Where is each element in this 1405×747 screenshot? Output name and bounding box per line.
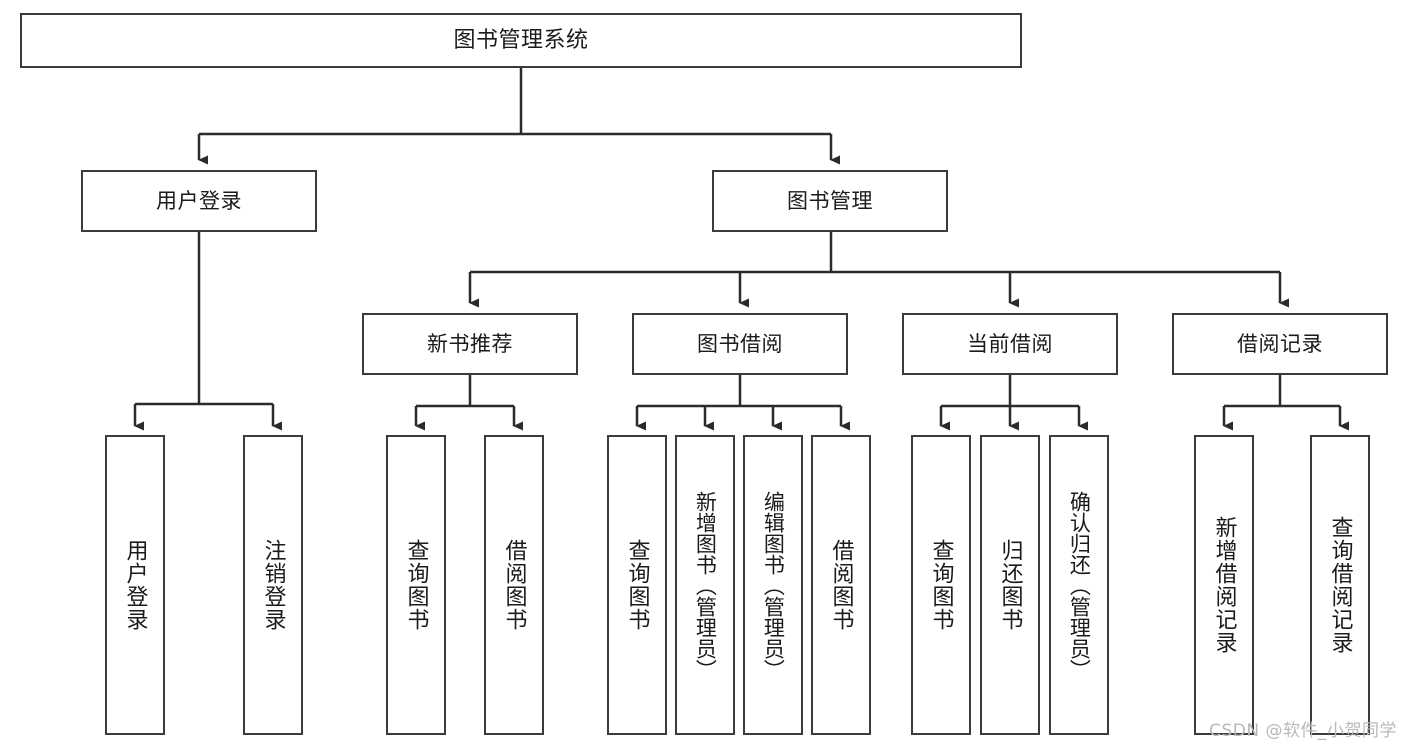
- leaf-borrow-query-book[interactable]: 查询图书: [607, 435, 667, 735]
- node-label: 查询图书: [403, 539, 429, 631]
- node-label: 借阅记录: [1237, 331, 1323, 356]
- leaf-borrow-add-book-admin[interactable]: 新增图书（管理员）: [675, 435, 735, 735]
- node-book-management[interactable]: 图书管理: [712, 170, 948, 232]
- node-label: 图书管理系统: [453, 27, 589, 53]
- node-label: 新增图书（管理员）: [693, 490, 718, 680]
- leaf-current-query-book[interactable]: 查询图书: [911, 435, 971, 735]
- node-label: 查询借阅记录: [1327, 516, 1353, 654]
- node-label: 查询图书: [624, 539, 650, 631]
- node-label: 图书借阅: [697, 331, 783, 356]
- node-user-login[interactable]: 用户登录: [81, 170, 317, 232]
- node-label: 图书管理: [787, 188, 873, 213]
- node-label: 确认归还（管理员）: [1067, 490, 1092, 680]
- leaf-user-login-login[interactable]: 用户登录: [105, 435, 165, 735]
- node-label: 注销登录: [260, 539, 286, 631]
- node-label: 查询图书: [928, 539, 954, 631]
- leaf-borrow-edit-book-admin[interactable]: 编辑图书（管理员）: [743, 435, 803, 735]
- leaf-record-add-borrow-record[interactable]: 新增借阅记录: [1194, 435, 1254, 735]
- node-book-borrow[interactable]: 图书借阅: [632, 313, 848, 375]
- node-label: 编辑图书（管理员）: [761, 490, 786, 680]
- leaf-current-return-book[interactable]: 归还图书: [980, 435, 1040, 735]
- node-borrow-record[interactable]: 借阅记录: [1172, 313, 1388, 375]
- leaf-record-query-borrow-record[interactable]: 查询借阅记录: [1310, 435, 1370, 735]
- leaf-new-book-borrow[interactable]: 借阅图书: [484, 435, 544, 735]
- node-label: 借阅图书: [501, 539, 527, 631]
- node-label: 借阅图书: [828, 539, 854, 631]
- leaf-current-confirm-return-admin[interactable]: 确认归还（管理员）: [1049, 435, 1109, 735]
- node-label: 新书推荐: [427, 331, 513, 356]
- leaf-user-login-logout[interactable]: 注销登录: [243, 435, 303, 735]
- node-label: 归还图书: [997, 539, 1023, 631]
- csdn-watermark: CSDN @软件_小贺同学: [1209, 721, 1397, 741]
- node-label: 用户登录: [122, 539, 148, 631]
- node-new-book-recommend[interactable]: 新书推荐: [362, 313, 578, 375]
- node-root-system[interactable]: 图书管理系统: [20, 13, 1022, 68]
- node-label: 用户登录: [156, 188, 242, 213]
- node-label: 新增借阅记录: [1211, 516, 1237, 654]
- leaf-new-book-query[interactable]: 查询图书: [386, 435, 446, 735]
- leaf-borrow-borrow-book[interactable]: 借阅图书: [811, 435, 871, 735]
- node-label: 当前借阅: [967, 331, 1053, 356]
- node-current-borrow[interactable]: 当前借阅: [902, 313, 1118, 375]
